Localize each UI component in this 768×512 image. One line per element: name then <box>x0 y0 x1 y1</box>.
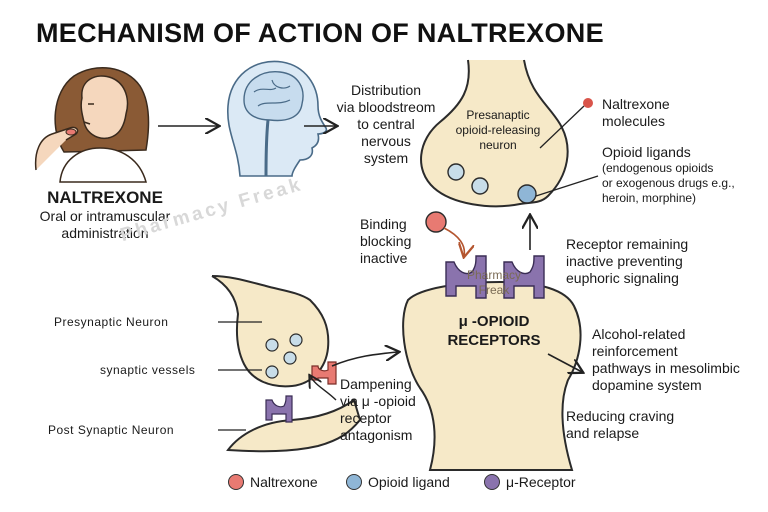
mu-receptor-small <box>265 395 293 423</box>
presynaptic-top-label: Presanaptic opioid-releasing neuron <box>436 108 560 153</box>
alcohol-line2: reinforcement <box>592 343 678 359</box>
naltrexone-molecule <box>425 211 447 233</box>
postsynaptic-neuron-small <box>226 398 362 453</box>
binding-arrow <box>443 227 464 256</box>
distribution-label: Distribution via bloodstreom to central … <box>336 82 436 167</box>
distribution-line1: Distribution <box>350 82 422 98</box>
dampening-line1: Dampening <box>340 376 412 392</box>
presynaptic-top-line2: opioid-releasing <box>455 123 541 137</box>
opioid-ligands-line2: or exogenous drugs e.g., <box>602 176 735 190</box>
reducing-line1: Reducing craving <box>566 408 675 424</box>
binding-line1: Binding <box>360 216 407 232</box>
receptor-watermark: Pharmacy Freak <box>462 268 526 298</box>
pointer-line <box>535 175 599 197</box>
post-synaptic-neuron-label: Post Synaptic Neuron <box>48 423 175 437</box>
legend-label: Naltrexone <box>250 474 318 490</box>
binding-line2: blocking <box>360 233 412 249</box>
vesicle <box>265 365 279 379</box>
arrow-to-receptors <box>331 352 398 367</box>
vesicle <box>471 177 489 195</box>
distribution-line5: system <box>363 150 409 166</box>
distribution-line2: via bloodstreom <box>336 99 436 115</box>
presynaptic-top-line1: Presanaptic <box>466 108 530 122</box>
dampening-line3: receptor <box>340 410 392 426</box>
receptor-watermark-line2: Freak <box>478 283 510 297</box>
vesicle <box>283 351 297 365</box>
receptor-remaining-line1: Receptor remaining <box>566 236 689 252</box>
dampening-arrow <box>310 376 337 401</box>
vesicle <box>265 338 279 352</box>
arrow-to-alcohol <box>547 353 582 372</box>
step1-line1: Oral or intramuscular <box>39 208 171 224</box>
naltrexone-molecules-label: Naltrexone molecules <box>602 96 670 130</box>
page-title: MECHANISM OF ACTION OF NALTREXONE <box>36 18 604 48</box>
legend-label: Opioid ligand <box>368 474 450 490</box>
receptor-watermark-line1: Pharmacy <box>466 268 522 282</box>
synaptic-vessels-label: synaptic vessels <box>100 363 196 377</box>
opioid-ligands-line1: (endogenous opioids <box>602 161 714 175</box>
dampening-line2: via μ -opioid <box>340 393 416 409</box>
step1-line2: administration <box>61 225 149 241</box>
alcohol-line4: dopamine system <box>592 377 702 393</box>
legend-label: μ-Receptor <box>506 474 576 490</box>
opioid-ligand-dot-icon <box>346 474 362 490</box>
receptor-label-line2: RECEPTORS <box>447 332 541 349</box>
naltrexone-molecule <box>583 98 593 108</box>
reducing-line2: and relapse <box>566 425 640 441</box>
step1-label: NALTREXONE Oral or intramuscular adminis… <box>20 188 190 242</box>
legend-item-opioid-ligand: Opioid ligand <box>346 474 450 490</box>
dampening-label: Dampening via μ -opioid receptor antagon… <box>340 376 416 444</box>
naltrexone-dot-icon <box>228 474 244 490</box>
head-with-brain-icon <box>227 60 328 177</box>
vesicle <box>447 163 465 181</box>
pointer-line <box>539 105 585 149</box>
naltrexone-molecules-line2: molecules <box>602 113 666 129</box>
postsynaptic-neuron-large <box>402 280 582 471</box>
presynaptic-top-line3: neuron <box>479 138 517 152</box>
opioid-ligand-released <box>517 184 537 204</box>
dampening-line4: antagonism <box>340 427 413 443</box>
distribution-line4: nervous <box>361 133 411 149</box>
alcohol-line1: Alcohol-related <box>592 326 686 342</box>
receptor-remaining-line3: euphoric signaling <box>566 270 679 286</box>
receptor-remaining-line2: inactive preventing <box>566 253 683 269</box>
mu-receptor-dot-icon <box>484 474 500 490</box>
alcohol-label: Alcohol-related reinforcement pathways i… <box>592 326 740 394</box>
distribution-line3: to central <box>357 116 415 132</box>
naltrexone-molecules-line1: Naltrexone <box>602 96 670 112</box>
binding-line3: inactive <box>360 250 408 266</box>
presynaptic-neuron-label: Presynaptic Neuron <box>54 315 169 329</box>
opioid-ligands-line3: heroin, morphine) <box>602 191 697 205</box>
person-taking-pill-icon <box>34 67 150 183</box>
legend-item-naltrexone: Naltrexone <box>228 474 318 490</box>
naltrexone-heading: NALTREXONE <box>47 188 163 207</box>
opioid-ligands-title: Opioid ligands <box>602 144 691 160</box>
reducing-label: Reducing craving and relapse <box>566 408 674 442</box>
receptor-label-line1: μ -OPIOID <box>458 313 530 330</box>
receptor-remaining-label: Receptor remaining inactive preventing e… <box>566 236 688 287</box>
alcohol-line3: pathways in mesolimbic <box>592 360 740 376</box>
vesicle <box>289 333 303 347</box>
opioid-ligands-label: Opioid ligands (endogenous opioids or ex… <box>602 144 735 206</box>
binding-label: Binding blocking inactive <box>360 216 411 267</box>
mu-receptor <box>503 255 545 299</box>
mu-receptor <box>445 255 487 299</box>
legend-item-mu-receptor: μ-Receptor <box>484 474 576 490</box>
mu-opioid-receptors-label: μ -OPIOID RECEPTORS <box>426 312 562 350</box>
